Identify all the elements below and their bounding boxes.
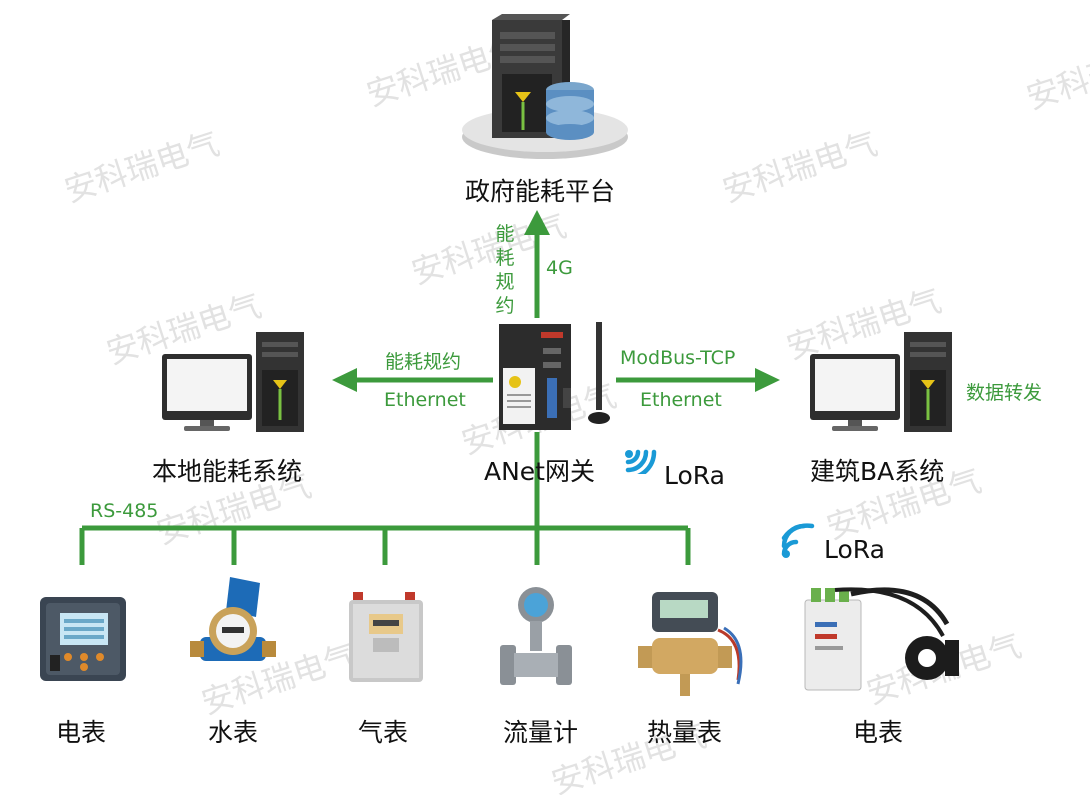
up-medium-label: 4G	[546, 257, 573, 279]
gas-meter-icon	[349, 592, 423, 682]
ba-system-computer-icon	[810, 332, 952, 432]
gateway-lora-label: LoRa	[664, 461, 725, 490]
lora-wireless-icon	[625, 449, 657, 474]
flow-meter-icon	[500, 587, 572, 685]
device-label-gas-meter: 气表	[358, 718, 409, 747]
platform-label: 政府能耗平台	[465, 177, 616, 206]
heat-meter-icon	[638, 592, 743, 696]
left-medium-label: Ethernet	[384, 389, 466, 411]
local-system-label: 本地能耗系统	[152, 457, 303, 486]
gateway-label: ANet网关	[484, 457, 595, 486]
up-protocol-label: 能耗规约	[495, 223, 515, 317]
ba-note-label: 数据转发	[966, 382, 1043, 404]
water-meter-icon	[190, 577, 276, 661]
meter-lora-label: LoRa	[824, 535, 885, 564]
right-medium-label: Ethernet	[640, 389, 722, 411]
platform-server-icon	[462, 14, 628, 159]
ba-system-label: 建筑BA系统	[810, 457, 945, 486]
device-label-electric-meter: 电表	[56, 718, 107, 747]
device-label-flow-meter: 流量计	[503, 718, 579, 747]
right-protocol-label: ModBus-TCP	[620, 347, 736, 369]
lora-wireless-icon	[781, 523, 815, 558]
left-protocol-label: 能耗规约	[385, 351, 462, 373]
device-label-water-meter: 水表	[208, 718, 259, 747]
rs485-label: RS-485	[90, 500, 159, 522]
local-system-computer-icon	[162, 332, 304, 432]
device-label-heat-meter: 热量表	[647, 718, 723, 747]
wireless-electric-meter-icon	[804, 587, 959, 691]
wireless-device-label: 电表	[853, 718, 904, 747]
electric-meter-icon	[40, 597, 126, 681]
anet-gateway-icon	[499, 322, 610, 430]
